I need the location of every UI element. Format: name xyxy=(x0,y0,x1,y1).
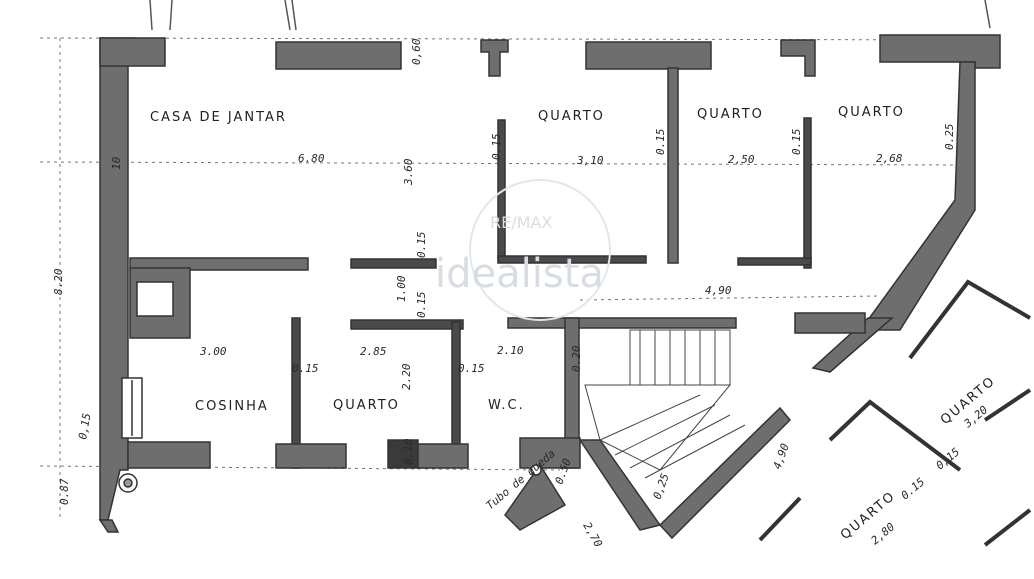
room-label-bedroom-4: QUARTO xyxy=(333,398,400,413)
room-label-dining: CASA DE JANTAR xyxy=(150,110,287,125)
wall-shaft xyxy=(504,463,567,531)
staircase xyxy=(584,329,746,479)
dim-label: 3.00 xyxy=(199,345,227,358)
wall-top-3 xyxy=(480,39,509,77)
dim-label: 3,10 xyxy=(576,154,604,167)
wall-bot-2 xyxy=(275,443,347,469)
dim-label: 0.15 xyxy=(415,292,428,319)
wall-bot-5 xyxy=(519,437,581,469)
dim-label: 0.15 xyxy=(490,134,503,161)
dim-label: 0.20 xyxy=(570,345,583,372)
wall-stair-diag2 xyxy=(658,406,792,540)
dim-label: 0,15 xyxy=(76,412,93,440)
wall-right-diag xyxy=(867,61,976,331)
wall-right-lower xyxy=(811,317,895,373)
wall-bot-1 xyxy=(127,441,211,469)
wall-bot-3 xyxy=(387,439,419,469)
dimension-labels: 0,60 6.80 3.60 3,10 2,50 2,68 0.15 0.15 … xyxy=(52,38,991,550)
wall-h-mid xyxy=(350,258,437,269)
wall-h-q2 xyxy=(737,257,812,266)
dim-label: 6.80 xyxy=(298,152,325,165)
dim-label: 1.00 xyxy=(395,275,408,302)
wall-h-stair xyxy=(794,312,866,334)
walls xyxy=(98,34,1001,540)
dim-label: 0.15 xyxy=(292,362,319,375)
watermark-site: idealista xyxy=(435,251,604,297)
room-label-kitchen: COSINHA xyxy=(195,399,269,414)
dim-label: 0.15 xyxy=(415,232,428,259)
wall-top-4 xyxy=(585,41,712,70)
room-label-bedroom-2: QUARTO xyxy=(697,107,764,122)
dim-label: 2,68 xyxy=(876,152,903,165)
wall-h-q4 xyxy=(350,319,464,330)
wall-int-3 xyxy=(803,117,812,269)
chimney-void xyxy=(136,281,174,317)
watermark-brand: RE/MAX xyxy=(490,213,552,232)
wall-corner xyxy=(98,519,120,533)
dim-label: 0,60 xyxy=(410,38,423,65)
dim-label: 2.85 xyxy=(360,345,387,358)
dim-label: 0.87 xyxy=(58,478,71,505)
wall-top-1 xyxy=(99,37,166,67)
dim-label: 8.20 xyxy=(52,268,65,295)
fixtures xyxy=(118,377,542,493)
neighbor-unit xyxy=(758,279,1032,547)
wall-bot-4 xyxy=(417,443,469,469)
exterior-top xyxy=(149,0,991,31)
room-label-bedroom-1: QUARTO xyxy=(538,109,605,124)
wall-h-kitchen xyxy=(129,257,309,271)
wall-top-2 xyxy=(275,41,402,70)
dim-label: 0.15 xyxy=(790,129,803,156)
room-label-wc: W.C. xyxy=(488,398,525,413)
dim-label: 0.15 xyxy=(654,129,667,156)
dim-label: 0,10 xyxy=(402,438,415,465)
dim-label: 10 xyxy=(110,156,123,170)
wall-int-1 xyxy=(667,67,679,264)
dim-label: 4,90 xyxy=(705,284,732,297)
dim-label: 0.15 xyxy=(458,362,485,375)
watermark: RE/MAX idealista xyxy=(435,179,611,321)
dim-label: 0.25 xyxy=(943,124,956,151)
dim-label: 2.10 xyxy=(497,344,524,357)
dim-label: 3.60 xyxy=(402,158,415,186)
wall-h-q1 xyxy=(497,255,647,264)
dim-label: 2,50 xyxy=(728,153,755,166)
wall-h-wc xyxy=(507,317,737,329)
dim-label: 2.20 xyxy=(400,363,413,390)
room-label-bedroom-3: QUARTO xyxy=(838,105,905,120)
wall-top-5 xyxy=(780,39,816,77)
